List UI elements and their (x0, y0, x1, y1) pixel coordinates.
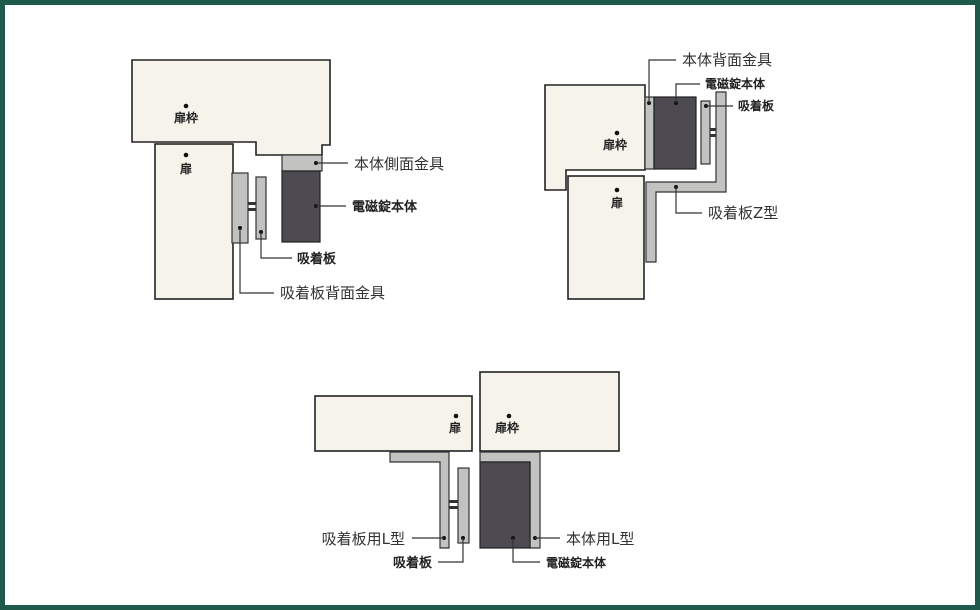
d3-frame-label: 扉枠 (495, 420, 519, 435)
d2-frame-label: 扉枠 (603, 137, 627, 152)
d2-plate-label: 吸着板 (738, 98, 775, 113)
d1-side-bracket-label: 本体側面金具 (354, 155, 444, 173)
d3-plate-l-label: 吸着板用L型 (322, 530, 405, 548)
diagram-2: 扉枠 扉 本体背面金具 電磁錠本体 吸着板 吸着板Z型 (544, 51, 778, 300)
d1-door (154, 143, 234, 300)
d3-frame-dot (506, 413, 512, 419)
d1-plate-label: 吸着板 (297, 251, 337, 267)
d2-frame-dot (614, 130, 620, 136)
d2-lock-body-leader (675, 83, 700, 103)
d1-bolt-top (248, 202, 256, 205)
d1-plate-back-bracket-label: 吸着板背面金具 (280, 284, 385, 302)
d3-body-l-label: 本体用L型 (566, 530, 634, 548)
d2-back-bracket-label: 本体背面金具 (682, 51, 772, 69)
d3-door-label: 扉 (449, 420, 461, 435)
d1-bolt-bottom (248, 208, 256, 211)
d2-door-label: 扉 (611, 195, 623, 210)
d1-door-label: 扉 (180, 161, 192, 176)
d1-back-bracket-leader (239, 228, 274, 294)
d3-door (314, 395, 473, 452)
diagram-1: 扉枠 扉 本体側面金具 電磁錠本体 吸着板 吸着板背面金具 (131, 59, 444, 302)
d3-door-dot (453, 413, 459, 419)
d2-back-bracket-leader (648, 59, 676, 103)
d2-door-dot (614, 187, 620, 193)
d1-door-frame (131, 59, 331, 156)
d2-plate (700, 100, 711, 165)
d2-z-plate-leader (675, 187, 702, 214)
d2-bolt-bottom (710, 134, 716, 137)
d2-door (567, 175, 645, 300)
d2-z-plate (645, 91, 727, 263)
d2-bolt-top (710, 128, 716, 131)
d3-lock-body (479, 461, 531, 549)
d3-plate (457, 467, 470, 544)
d1-frame-label: 扉枠 (174, 110, 198, 125)
d3-door-frame (479, 371, 620, 452)
diagram-3: 扉 扉枠 吸着板用L型 吸着板 本体用L型 電磁錠本体 (314, 371, 634, 571)
d1-door-dot (183, 152, 189, 158)
d1-plate-leader (260, 232, 292, 259)
d1-lock-body (281, 170, 321, 243)
d3-bolt-bottom (449, 506, 458, 509)
d1-plate (255, 176, 267, 240)
d3-lock-body-leader (512, 538, 540, 563)
d1-frame-dot (183, 103, 189, 109)
d3-plate-label: 吸着板 (393, 555, 433, 571)
d1-lock-body-label: 電磁錠本体 (352, 199, 418, 215)
d2-lock-body (653, 96, 697, 170)
d2-lock-body-label: 電磁錠本体 (705, 76, 766, 91)
d3-plate-leader (438, 538, 464, 563)
d3-bolt-top (449, 500, 458, 503)
d2-back-bracket (644, 96, 655, 170)
d2-z-plate-label: 吸着板Z型 (708, 204, 778, 222)
d3-lock-body-label: 電磁錠本体 (546, 555, 607, 570)
d2-door-frame (544, 84, 646, 191)
